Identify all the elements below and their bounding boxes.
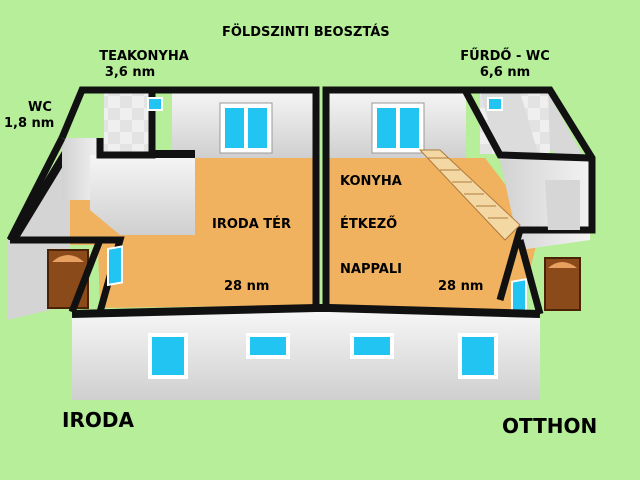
back-window-right <box>371 102 425 154</box>
room-name: WC <box>28 100 52 115</box>
back-window-left <box>219 102 273 154</box>
door-right <box>544 257 581 311</box>
section-label-otthon: OTTHON <box>502 414 598 438</box>
small-window-furdo <box>487 97 503 111</box>
room-label-konyha: KONYHA <box>340 174 402 189</box>
room-label-teakonyha: TEAKONYHA 3,6 nm <box>84 50 204 79</box>
room-area-nappali: 28 nm <box>438 279 484 294</box>
room-area-iroda-ter: 28 nm <box>224 279 270 294</box>
small-window-teakonyha <box>147 97 163 111</box>
stair-side-wall <box>545 180 580 230</box>
room-area: 6,6 nm <box>479 65 531 80</box>
room-area: 1,8 nm <box>4 116 55 131</box>
room-name: TEAKONYHA <box>99 49 189 64</box>
side-window-left <box>107 245 123 287</box>
room-label-etkezo: ÉTKEZŐ <box>340 217 398 232</box>
room-label-wc: WC 1,8 nm <box>4 101 54 130</box>
room-name: FŰRDŐ - WC <box>460 49 550 64</box>
section-label-iroda: IRODA <box>62 408 134 432</box>
room-label-iroda-ter: IRODA TÉR <box>212 217 292 232</box>
plan-title: FÖLDSZINTI BEOSZTÁS <box>222 25 390 40</box>
room-label-furdo: FŰRDŐ - WC 6,6 nm <box>446 50 564 79</box>
staircase <box>418 149 521 241</box>
wall-tops <box>6 86 596 313</box>
room-area: 3,6 nm <box>104 65 156 80</box>
room-label-nappali: NAPPALI <box>340 262 402 277</box>
teakonyha-partition <box>90 155 195 235</box>
front-windows <box>148 333 498 379</box>
